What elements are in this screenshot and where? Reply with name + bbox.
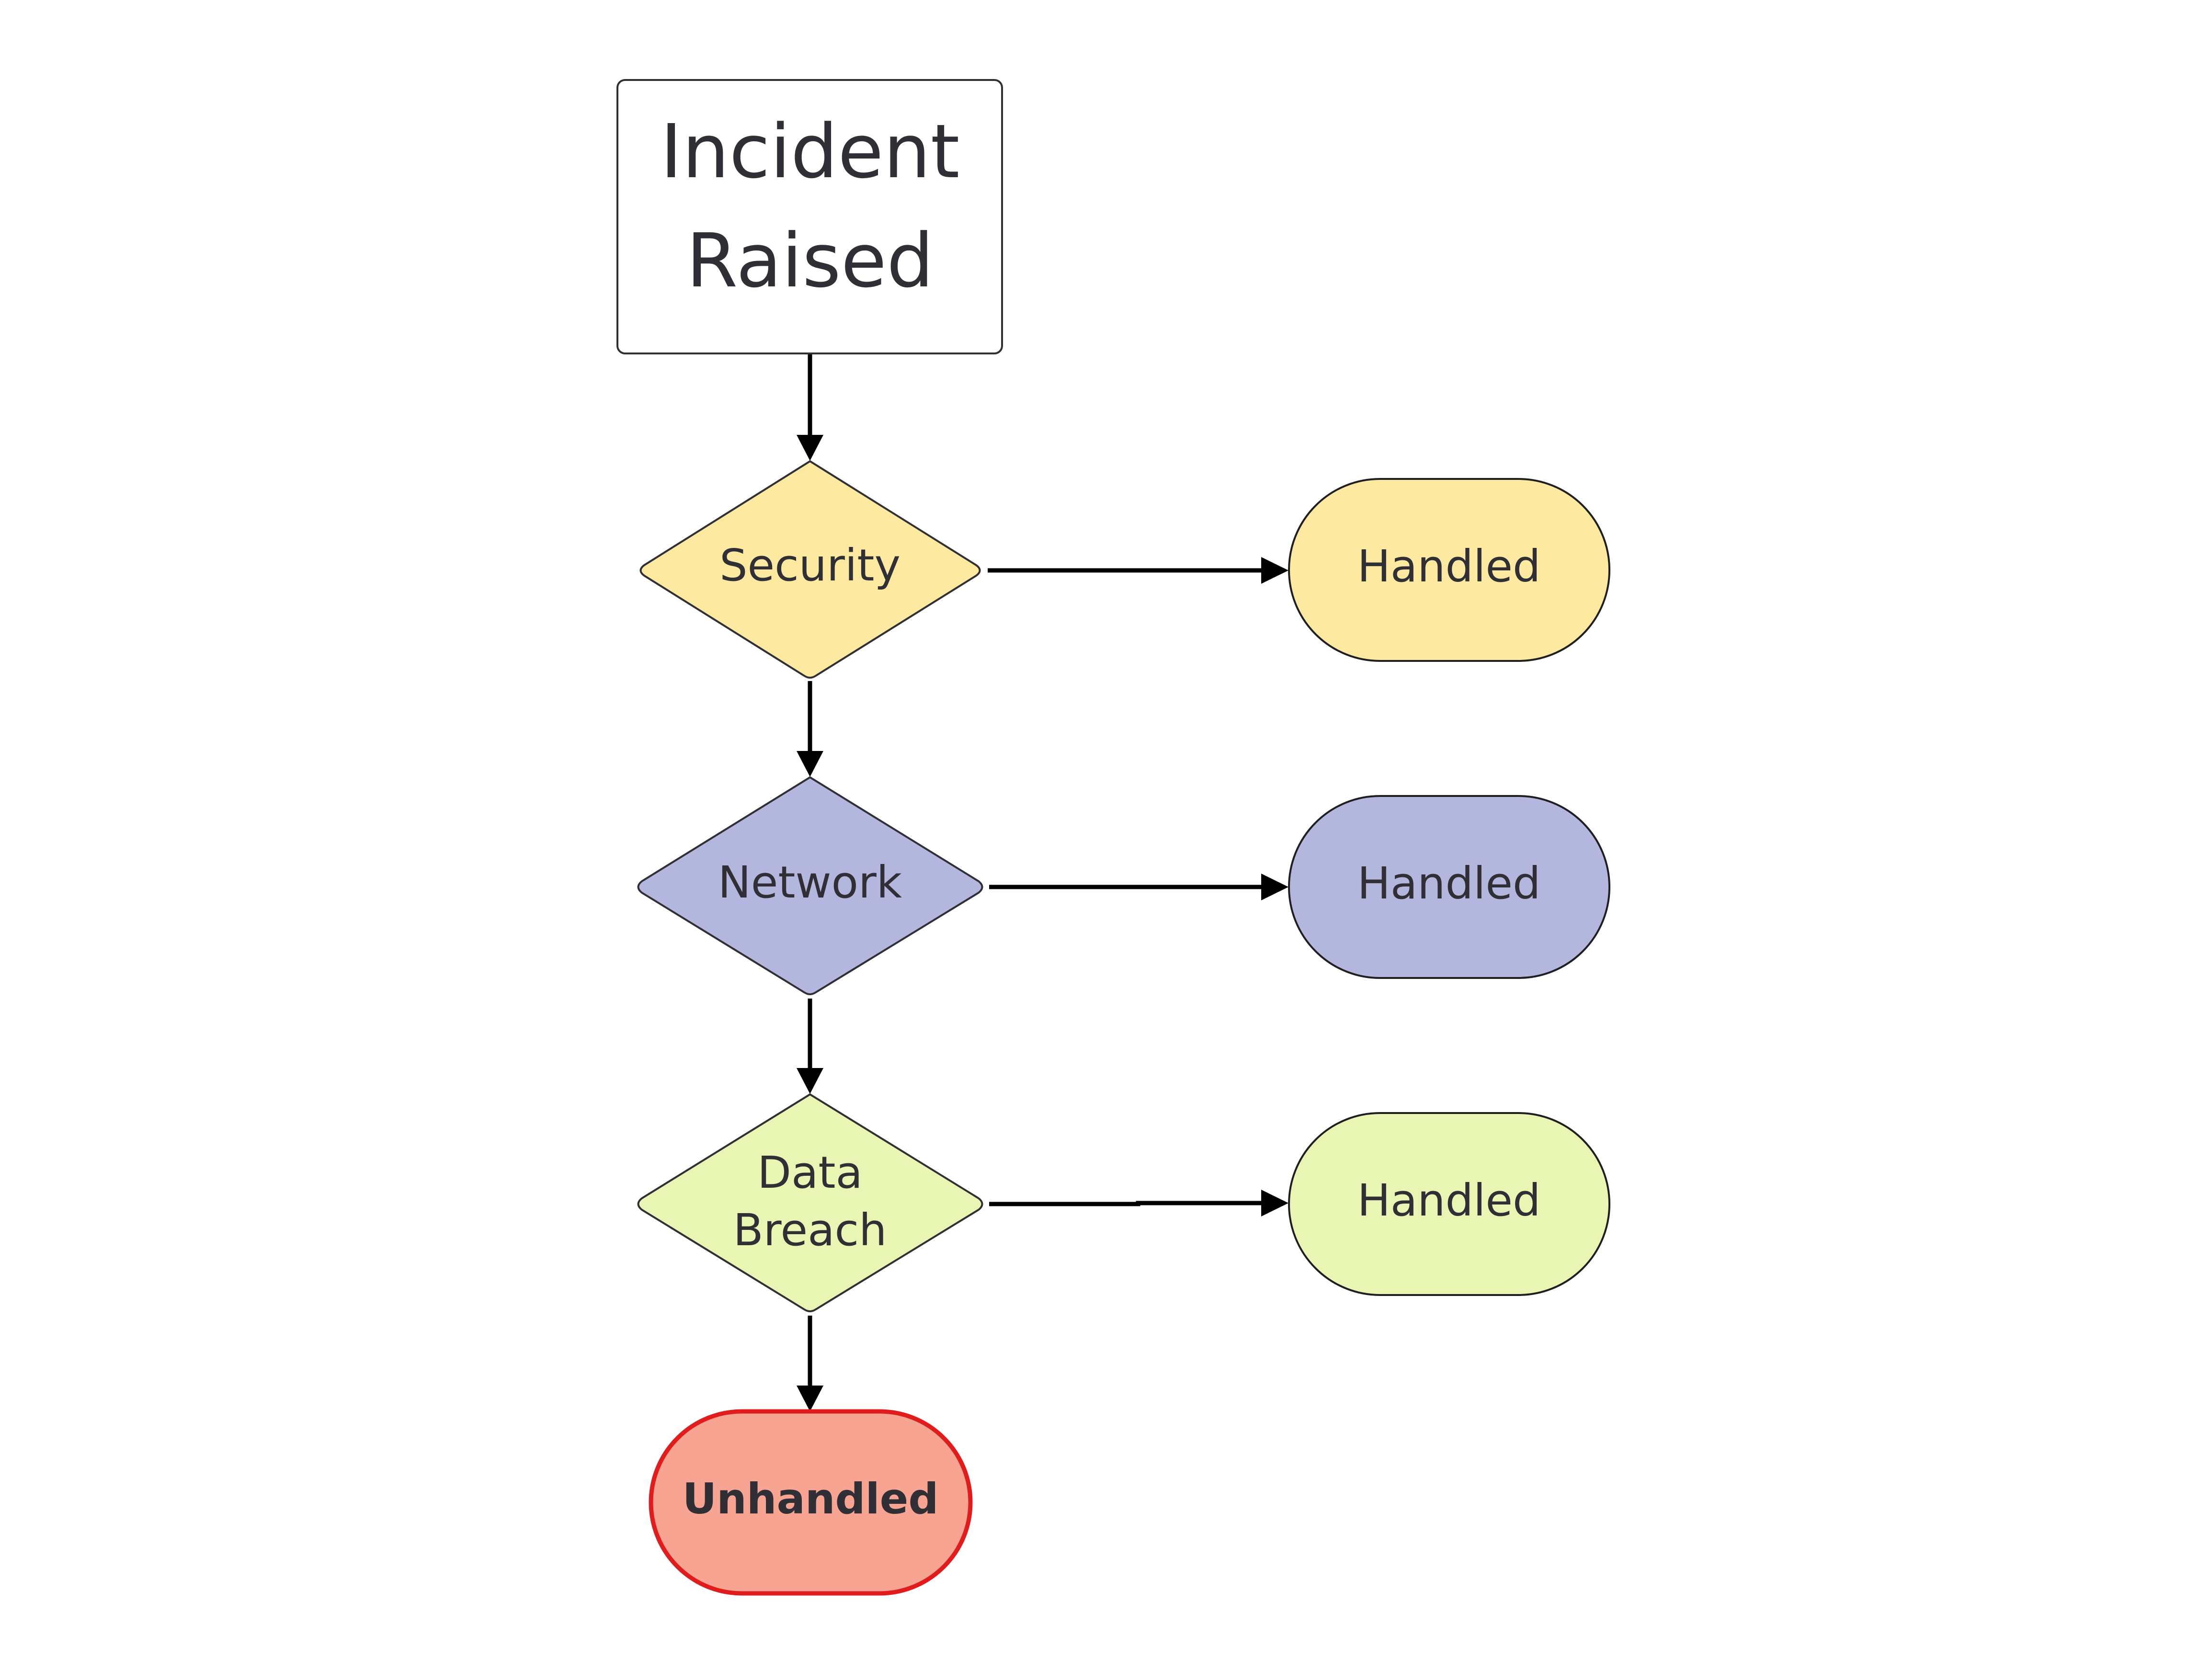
arrowhead-network-to-handled xyxy=(1261,874,1288,900)
outcome-handled-security: Handled xyxy=(1288,478,1610,662)
outcome-unhandled: Unhandled xyxy=(649,1409,973,1596)
outcome-handled-security-shape xyxy=(1288,478,1610,662)
arrowhead-start-to-security xyxy=(797,435,823,461)
arrowhead-security-to-network xyxy=(797,751,823,777)
decision-data-breach-shape xyxy=(637,1093,983,1312)
outcome-handled-security-label: Handled xyxy=(1357,541,1541,592)
decision-data-breach-label-line2: Breach xyxy=(733,1204,887,1256)
arrowhead-databreach-to-unhandled xyxy=(797,1386,823,1411)
outcome-unhandled-shape xyxy=(649,1409,973,1596)
arrowhead-network-to-databreach xyxy=(797,1068,823,1094)
edge-databreach-to-handled xyxy=(989,1201,1265,1206)
start-node-box xyxy=(616,79,1003,354)
outcome-unhandled-label: Unhandled xyxy=(683,1474,939,1523)
decision-network-label: Network xyxy=(718,857,902,908)
arrowhead-databreach-to-handled xyxy=(1261,1190,1288,1216)
decision-data-breach: Data Breach xyxy=(637,1093,983,1312)
outcome-handled-network-label: Handled xyxy=(1357,858,1541,909)
decision-security: Security xyxy=(639,460,981,679)
edges xyxy=(797,354,1288,1411)
decision-security-shape xyxy=(639,460,981,679)
outcome-handled-data-breach-label: Handled xyxy=(1357,1175,1541,1226)
outcome-handled-network: Handled xyxy=(1288,795,1610,979)
arrowhead-security-to-handled xyxy=(1261,557,1288,584)
outcome-handled-network-shape xyxy=(1288,795,1610,979)
decision-network: Network xyxy=(637,776,983,995)
outcome-handled-data-breach-shape xyxy=(1288,1112,1610,1296)
start-node-incident-raised: Incident Raised xyxy=(616,79,1003,354)
decision-data-breach-label-line1: Data xyxy=(757,1147,863,1198)
start-node-label-line2: Raised xyxy=(686,217,934,304)
outcome-handled-data-breach: Handled xyxy=(1288,1112,1610,1296)
decision-security-label: Security xyxy=(719,540,901,591)
decision-network-shape xyxy=(637,776,983,995)
start-node-label-line1: Incident xyxy=(661,108,960,195)
